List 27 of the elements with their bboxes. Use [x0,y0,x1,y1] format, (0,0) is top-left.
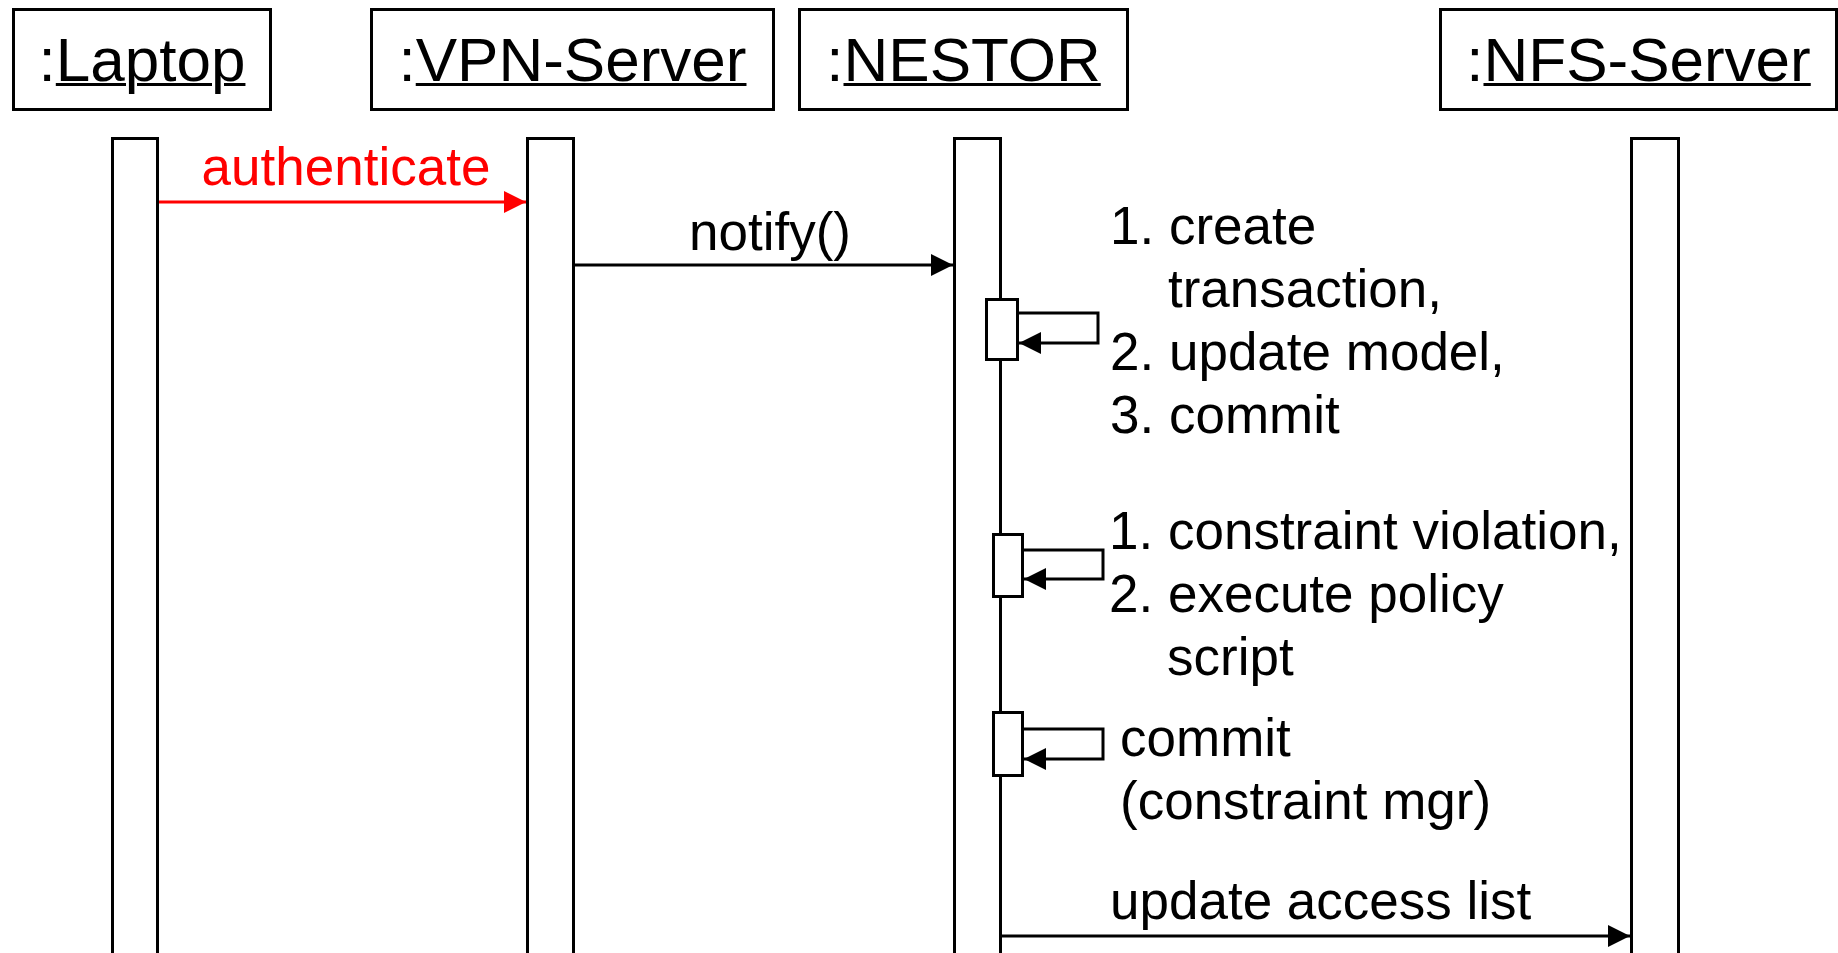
self-message-arrow [1024,548,1105,590]
object-box [12,8,272,111]
lifeline-bar [1630,137,1680,953]
object-name: :VPN-Server [398,24,747,95]
lifeline-bar [526,137,575,953]
self-message-arrow [1019,311,1100,354]
activation-box [992,533,1024,598]
activation-box [992,711,1024,777]
object-box [370,8,775,111]
message-arrow [575,254,953,276]
lifeline-bar [953,137,1002,953]
object-name: :Laptop [38,24,246,95]
activation-box [985,298,1019,361]
message-label: update access list [1110,870,1533,932]
lifeline-bar [111,137,159,953]
message-label: notify() [688,201,852,263]
message-label: 1. constraint violation, 2. execute policy script [1109,500,1623,688]
object-box [798,8,1129,111]
object-box [1439,8,1838,111]
message-label: 1. create transaction, 2. update model, 3. commit [1110,195,1506,446]
message-label: authenticate [200,136,492,198]
self-message-arrow [1024,727,1105,770]
message-label: commit (constraint mgr) [1120,707,1493,832]
object-name: :NESTOR [826,24,1101,95]
object-name: :NFS-Server [1466,24,1811,95]
message-arrow [1002,925,1630,947]
message-arrow [159,191,526,213]
